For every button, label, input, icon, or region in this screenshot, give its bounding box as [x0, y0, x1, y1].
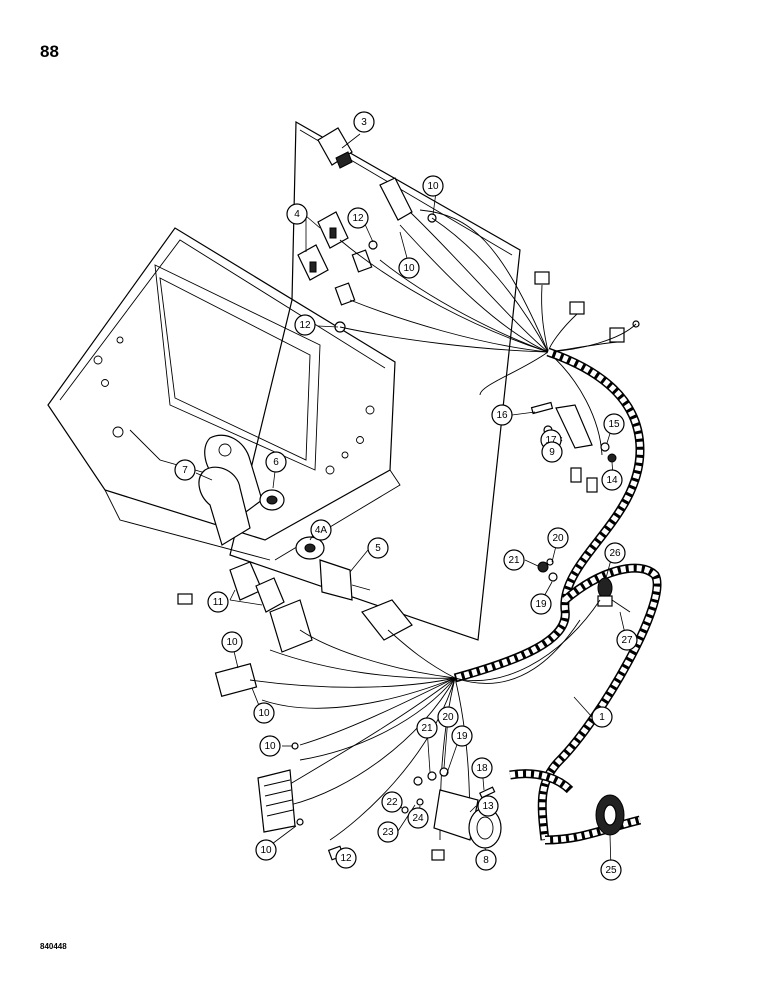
callout-8: 8: [475, 849, 497, 871]
callout-12: 12: [294, 314, 316, 336]
svg-text:19: 19: [535, 599, 547, 610]
svg-text:11: 11: [213, 597, 224, 608]
callout-10: 10: [221, 631, 243, 653]
connectors-center: [214, 599, 413, 697]
svg-text:9: 9: [549, 447, 555, 458]
callout-10: 10: [422, 175, 444, 197]
svg-text:10: 10: [260, 845, 272, 856]
svg-text:12: 12: [352, 213, 364, 224]
callout-24: 24: [407, 807, 429, 829]
grommet-25: [595, 794, 625, 836]
callout-3: 3: [353, 111, 375, 133]
callout-16: 16: [491, 404, 513, 426]
figure-id: 840448: [40, 942, 67, 951]
svg-text:25: 25: [605, 865, 617, 876]
svg-text:22: 22: [386, 797, 398, 808]
callout-19: 19: [451, 725, 473, 747]
callout-12: 12: [347, 207, 369, 229]
callout-13: 13: [477, 795, 499, 817]
callout-10: 10: [253, 702, 275, 724]
svg-text:20: 20: [552, 533, 564, 544]
callout-10: 10: [259, 735, 281, 757]
switches-11: [177, 561, 285, 613]
lower-wires: [249, 599, 601, 841]
svg-text:4A: 4A: [315, 525, 328, 536]
callout-9: 9: [541, 441, 563, 463]
svg-text:17: 17: [545, 435, 557, 446]
svg-text:10: 10: [258, 708, 270, 719]
callout-20: 20: [437, 706, 459, 728]
svg-text:12: 12: [299, 320, 311, 331]
callout-26: 26: [604, 542, 626, 564]
callout-25: 25: [600, 859, 622, 881]
callout-20: 20: [547, 527, 569, 549]
grommet-26: [597, 577, 631, 613]
svg-text:7: 7: [182, 465, 188, 476]
callout-14: 14: [601, 469, 623, 491]
svg-text:20: 20: [442, 712, 454, 723]
panel-cover: [229, 120, 521, 641]
svg-text:26: 26: [609, 548, 621, 559]
instrument-panel-housing: [47, 227, 401, 561]
svg-text:15: 15: [608, 419, 620, 430]
switches-4: [297, 211, 349, 281]
switch-3: [317, 127, 353, 169]
callout-4: 4: [286, 203, 308, 225]
callout-12: 12: [335, 847, 357, 869]
callout-27: 27: [616, 629, 638, 651]
key-7: [198, 434, 263, 546]
callout-22: 22: [381, 791, 403, 813]
svg-text:1: 1: [599, 712, 605, 723]
ignition-switch: [295, 536, 371, 601]
page-number: 88: [40, 42, 59, 61]
callout-18: 18: [471, 757, 493, 779]
callout-11: 11: [207, 591, 229, 613]
lower-connector: [257, 742, 345, 861]
svg-text:4: 4: [294, 209, 300, 220]
svg-text:24: 24: [412, 813, 424, 824]
svg-text:10: 10: [226, 637, 238, 648]
svg-text:21: 21: [508, 555, 520, 566]
callout-19: 19: [530, 593, 552, 615]
upper-wires: [339, 209, 637, 456]
svg-text:3: 3: [361, 117, 367, 128]
svg-text:13: 13: [482, 801, 494, 812]
callout-7: 7: [174, 459, 196, 481]
callout-labels: 3 10 4 12 10 12 16 179 15 14 7 6 4A 5 20 21 19 26 27 11 10 10…: [174, 111, 638, 881]
svg-text:21: 21: [421, 723, 433, 734]
svg-text:5: 5: [375, 543, 381, 554]
callout-23: 23: [377, 821, 399, 843]
callout-6: 6: [265, 451, 287, 473]
callout-21: 21: [416, 717, 438, 739]
svg-text:10: 10: [427, 181, 439, 192]
callout-4A: 4A: [310, 519, 332, 541]
callout-1: 1: [591, 706, 613, 728]
svg-text:8: 8: [483, 855, 489, 866]
callout-21: 21: [503, 549, 525, 571]
svg-text:14: 14: [606, 475, 618, 486]
svg-text:18: 18: [476, 763, 488, 774]
callout-15: 15: [603, 413, 625, 435]
horn-assembly: [401, 767, 502, 861]
main-harness: [453, 347, 662, 845]
hardware-small: [530, 401, 617, 582]
svg-text:10: 10: [403, 263, 415, 274]
svg-text:19: 19: [456, 731, 468, 742]
svg-text:6: 6: [273, 457, 279, 468]
svg-text:27: 27: [621, 635, 633, 646]
callout-10: 10: [398, 257, 420, 279]
lock-6: [259, 489, 285, 511]
callout-10: 10: [255, 839, 277, 861]
svg-text:10: 10: [264, 741, 276, 752]
svg-text:23: 23: [382, 827, 394, 838]
svg-text:16: 16: [496, 410, 508, 421]
callout-5: 5: [367, 537, 389, 559]
svg-text:12: 12: [340, 853, 352, 864]
